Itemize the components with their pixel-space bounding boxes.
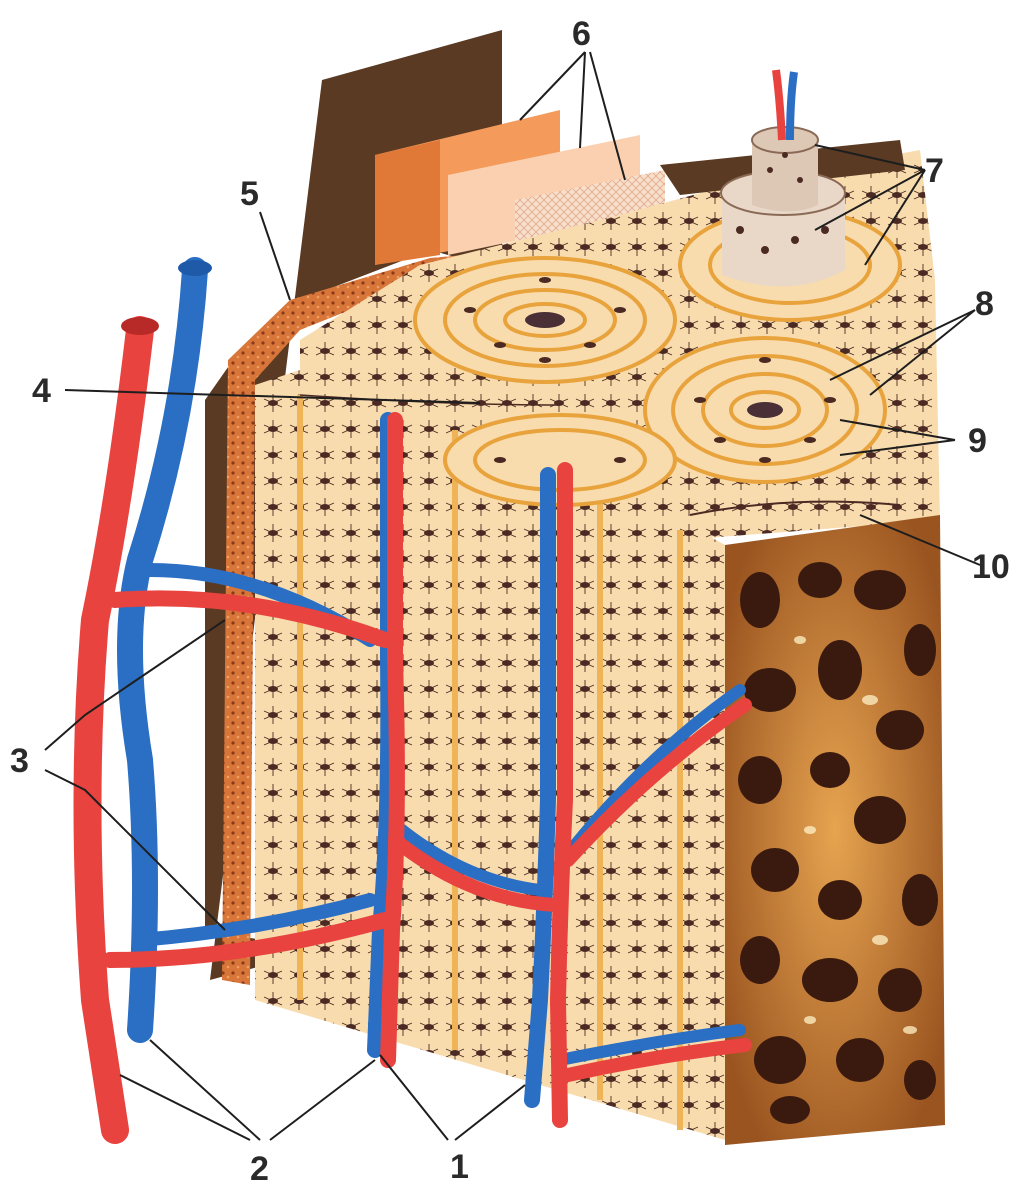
- osteon-vein: [790, 72, 794, 140]
- label-4: 4: [32, 372, 51, 410]
- osteon-cylinder: [721, 70, 845, 286]
- artery-cross-section: [121, 317, 159, 335]
- label-7: 7: [925, 152, 944, 190]
- label-5: 5: [240, 175, 259, 213]
- label-2: 2: [250, 1150, 269, 1188]
- label-1: 1: [450, 1148, 469, 1186]
- label-9: 9: [968, 422, 987, 460]
- vein-cross-section: [178, 260, 212, 276]
- label-3: 3: [10, 742, 29, 780]
- label-10: 10: [972, 548, 1010, 586]
- label-8: 8: [975, 285, 994, 323]
- haversian-canal: [747, 402, 783, 418]
- haversian-canal: [525, 312, 565, 328]
- spongy-bone: [725, 515, 945, 1145]
- label-6: 6: [572, 15, 591, 53]
